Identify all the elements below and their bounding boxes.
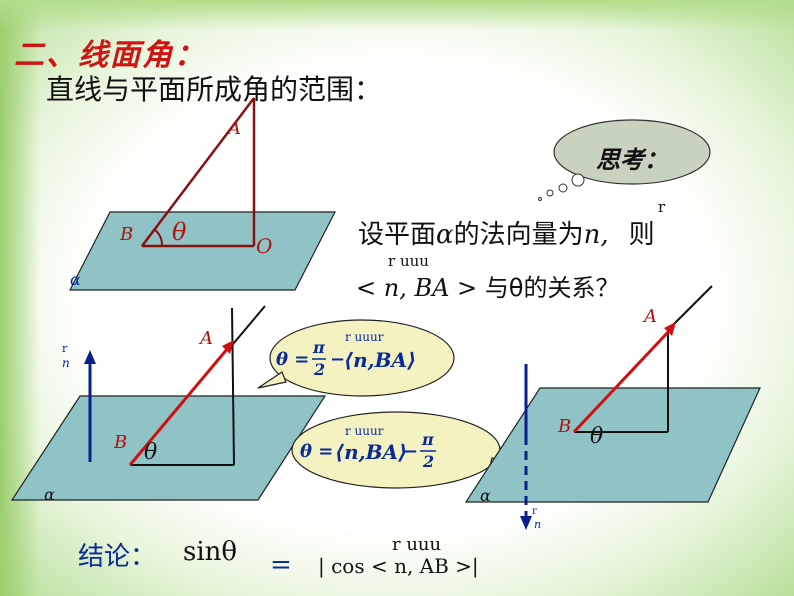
question-line2-vec-mark: r uuu (388, 252, 429, 270)
cloud-dot-4 (538, 197, 542, 201)
section-heading: 二、线面角： (14, 38, 206, 73)
right-BA-vector (572, 328, 672, 434)
conclusion-rhs: | cos < n, AB >| (318, 554, 479, 578)
bubble-1-angle: ⟨n,BA⟩ (344, 348, 417, 372)
bubble-1 (269, 319, 455, 397)
right-normal-n: n (534, 518, 542, 531)
bubble-1-lhs: θ = (276, 349, 310, 370)
top-plane-alpha: α (70, 270, 81, 289)
left-angle-theta: θ (144, 440, 158, 465)
bubble-2-vec-mark: r uuur (345, 424, 384, 438)
conclusion-vec-mark: r uuu (392, 534, 442, 555)
bubble-1-minus: − (330, 349, 346, 370)
left-normal-n: n (62, 356, 70, 370)
left-vertical-line (231, 307, 235, 466)
conclusion-label: 结论： (78, 542, 157, 572)
bubble-2-angle: ⟨n,BA⟩ (335, 440, 408, 464)
top-line-AB (141, 97, 255, 247)
top-angle-arc (154, 229, 163, 247)
question-prefix: 设平面 (358, 220, 437, 250)
right-point-B: B (558, 416, 572, 437)
right-plane (464, 387, 761, 503)
conclusion-sin: sinθ (183, 537, 238, 567)
left-plane (10, 395, 327, 501)
bubble-1-tail (257, 371, 287, 389)
right-BA-arrowhead (664, 322, 676, 336)
question-line-1: 设平面α的法向量为n, 则 (358, 214, 655, 251)
vine-decoration-top (0, 0, 794, 30)
conclusion-equals: = (270, 550, 292, 580)
right-normal-mark: r (532, 506, 537, 517)
top-plane (69, 211, 336, 291)
question-bracket: < n, BA > (356, 274, 478, 302)
top-point-O: O (256, 234, 273, 258)
bubble-2-two: 2 (423, 452, 435, 471)
left-BA-arrowhead (222, 340, 234, 354)
left-plane-alpha: α (44, 485, 55, 504)
right-normal-arrowhead (520, 516, 532, 530)
left-normal-mark: r (62, 342, 68, 355)
question-n: n, (583, 220, 609, 250)
subtitle: 直线与平面所成角的范围： (46, 73, 383, 106)
cloud-dot-3 (546, 189, 554, 197)
cloud-dot-2 (558, 183, 568, 193)
right-point-A: A (644, 306, 657, 327)
right-plane-alpha: α (480, 486, 491, 505)
question-vec-mark-n: r (658, 198, 666, 216)
question-alpha: α (436, 220, 454, 250)
bubble-2-minus: − (403, 441, 419, 462)
top-point-A: A (228, 118, 241, 139)
right-angle-theta: θ (590, 424, 604, 449)
left-BA-vector (128, 347, 230, 466)
bubble-2-pi: π (422, 430, 434, 449)
bubble-1-pi: π (313, 338, 325, 357)
question-mid: 的法向量为 (453, 220, 584, 250)
left-point-A: A (200, 328, 213, 349)
bubble-2-lhs: θ = (300, 441, 334, 462)
left-normal-arrowhead (84, 350, 96, 364)
bubble-1-two: 2 (314, 360, 326, 379)
top-angle-theta: θ (172, 218, 187, 246)
left-upper-line (227, 305, 266, 351)
bubble-1-vec-mark: r uuur (345, 330, 384, 344)
thinking-cloud (553, 119, 711, 185)
question-line2-suffix: 与θ的关系？ (484, 274, 620, 302)
left-point-B: B (114, 432, 128, 453)
cloud-dot-1 (571, 173, 585, 187)
question-suffix: 则 (628, 220, 655, 250)
thinking-label: 思考： (596, 145, 668, 174)
top-point-B: B (120, 224, 134, 245)
question-line-2: < n, BA > 与θ的关系？ (356, 268, 620, 303)
